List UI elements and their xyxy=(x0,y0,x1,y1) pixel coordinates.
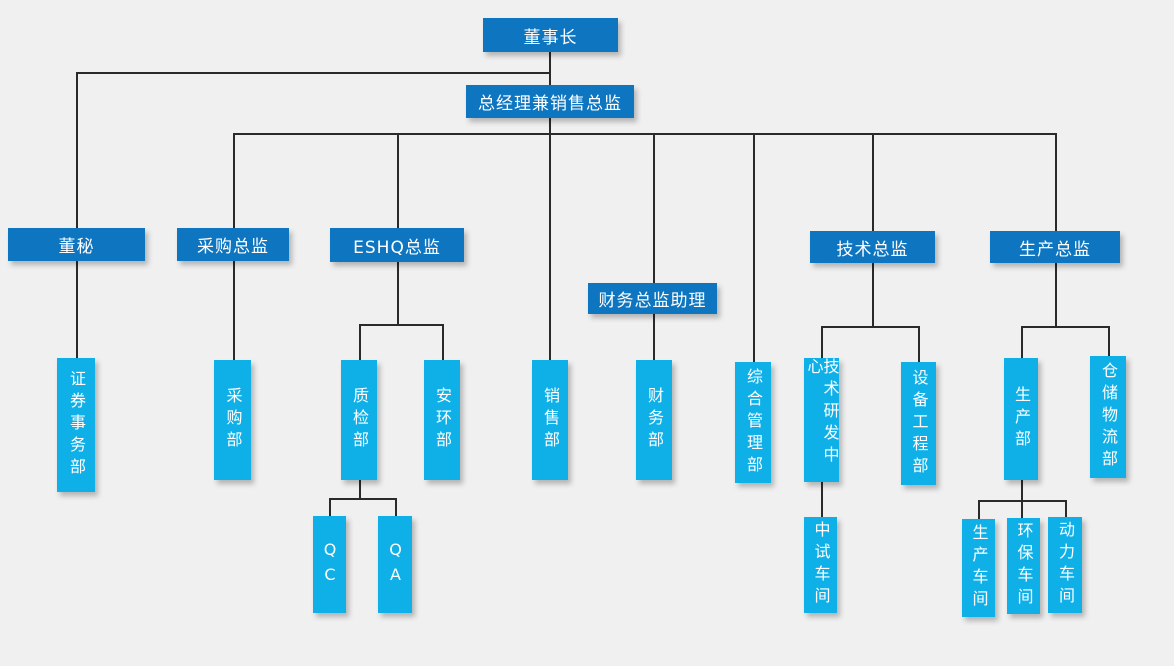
node-power-workshop-label: 动力车间 xyxy=(1056,521,1075,609)
node-eshq-director: ESHQ总监 xyxy=(330,228,464,262)
connector-line xyxy=(397,262,399,324)
node-finance-dept-label: 财务部 xyxy=(645,387,664,453)
connector-line xyxy=(233,133,235,228)
connector-line xyxy=(549,118,551,360)
node-qa: QA xyxy=(378,516,412,613)
node-finance-director-assistant: 财务总监助理 xyxy=(588,283,717,314)
node-qc-label: QC xyxy=(320,539,340,590)
node-safety-environment-dept: 安环部 xyxy=(424,360,460,480)
node-qc: QC xyxy=(313,516,346,613)
node-technical-director-label: 技术总监 xyxy=(836,239,909,260)
node-sales-dept-label: 销售部 xyxy=(541,387,560,453)
node-chairman: 董事长 xyxy=(483,18,618,52)
connector-line xyxy=(76,72,78,228)
node-technical-director: 技术总监 xyxy=(810,231,935,263)
connector-line xyxy=(1021,480,1023,518)
node-procurement-dept-label: 采购部 xyxy=(223,387,243,453)
connector-line xyxy=(821,482,823,517)
node-production-director-label: 生产总监 xyxy=(1019,239,1091,260)
node-environment-workshop: 环保车间 xyxy=(1007,518,1040,614)
connector-line xyxy=(753,133,755,362)
connector-line xyxy=(978,500,1065,502)
node-procurement-director-label: 采购总监 xyxy=(197,237,269,257)
connector-line xyxy=(395,498,397,516)
node-pilot-workshop-label: 中试车间 xyxy=(811,521,831,609)
connector-line xyxy=(1108,326,1110,356)
node-production-director: 生产总监 xyxy=(990,231,1120,263)
node-tech-rd-center: 技术研发中心 xyxy=(804,358,840,482)
connector-line xyxy=(359,324,442,326)
connector-line xyxy=(233,133,1055,135)
node-procurement-director: 采购总监 xyxy=(177,228,289,261)
node-environment-workshop-label: 环保车间 xyxy=(1014,522,1034,610)
node-safety-environment-dept-label: 安环部 xyxy=(433,387,452,453)
connector-line xyxy=(653,133,655,283)
connector-line xyxy=(1055,133,1057,231)
connector-line xyxy=(821,326,918,328)
node-gm-sales-director-label: 总经理兼销售总监 xyxy=(478,94,622,114)
connector-line xyxy=(442,324,444,360)
connector-line xyxy=(359,480,361,498)
node-board-secretary-label: 董秘 xyxy=(58,237,95,257)
node-warehouse-logistics-dept: 仓储物流部 xyxy=(1090,356,1126,478)
node-gm-sales-director: 总经理兼销售总监 xyxy=(466,85,634,118)
node-pilot-workshop: 中试车间 xyxy=(804,517,837,613)
node-procurement-dept: 采购部 xyxy=(214,360,251,480)
node-warehouse-logistics-dept-label: 仓储物流部 xyxy=(1099,362,1118,472)
connector-line xyxy=(1065,500,1067,517)
connector-line xyxy=(872,133,874,231)
connector-line xyxy=(872,263,874,326)
node-board-secretary: 董秘 xyxy=(8,228,145,261)
node-production-dept: 生产部 xyxy=(1004,358,1038,480)
node-equipment-engineering-dept-label: 设备工程部 xyxy=(909,368,929,479)
node-securities-affairs-dept-label: 证券事务部 xyxy=(67,370,86,480)
node-securities-affairs-dept: 证券事务部 xyxy=(57,358,95,492)
node-equipment-engineering-dept: 设备工程部 xyxy=(901,362,936,485)
node-quality-inspection-dept-label: 质检部 xyxy=(350,387,369,453)
connector-line xyxy=(978,500,980,519)
node-finance-dept: 财务部 xyxy=(636,360,672,480)
connector-line xyxy=(233,261,235,360)
node-sales-dept: 销售部 xyxy=(532,360,568,480)
node-general-management-dept-label: 综合管理部 xyxy=(744,367,763,478)
connector-line xyxy=(329,498,395,500)
connector-line xyxy=(918,326,920,362)
node-power-workshop: 动力车间 xyxy=(1048,517,1082,613)
connector-line xyxy=(549,52,551,85)
node-general-management-dept: 综合管理部 xyxy=(735,362,771,483)
node-production-dept-label: 生产部 xyxy=(1012,386,1031,452)
connector-line xyxy=(1055,263,1057,326)
node-tech-rd-center-label: 技术研发中心 xyxy=(804,358,840,468)
connector-line xyxy=(359,324,361,360)
connector-line xyxy=(821,326,823,358)
node-chairman-label: 董事长 xyxy=(523,27,578,48)
node-production-workshop-label: 生产车间 xyxy=(969,524,989,612)
node-qa-label: QA xyxy=(386,539,405,590)
connector-line xyxy=(397,133,399,228)
connector-line xyxy=(329,498,331,516)
connector-line xyxy=(1021,326,1108,328)
node-finance-director-assistant-label: 财务总监助理 xyxy=(598,291,707,311)
node-quality-inspection-dept: 质检部 xyxy=(341,360,377,480)
connector-line xyxy=(653,314,655,360)
connector-line xyxy=(76,72,550,74)
node-production-workshop: 生产车间 xyxy=(962,519,995,617)
node-eshq-director-label: ESHQ总监 xyxy=(353,237,441,258)
connector-line xyxy=(1021,326,1023,358)
connector-line xyxy=(76,261,78,358)
